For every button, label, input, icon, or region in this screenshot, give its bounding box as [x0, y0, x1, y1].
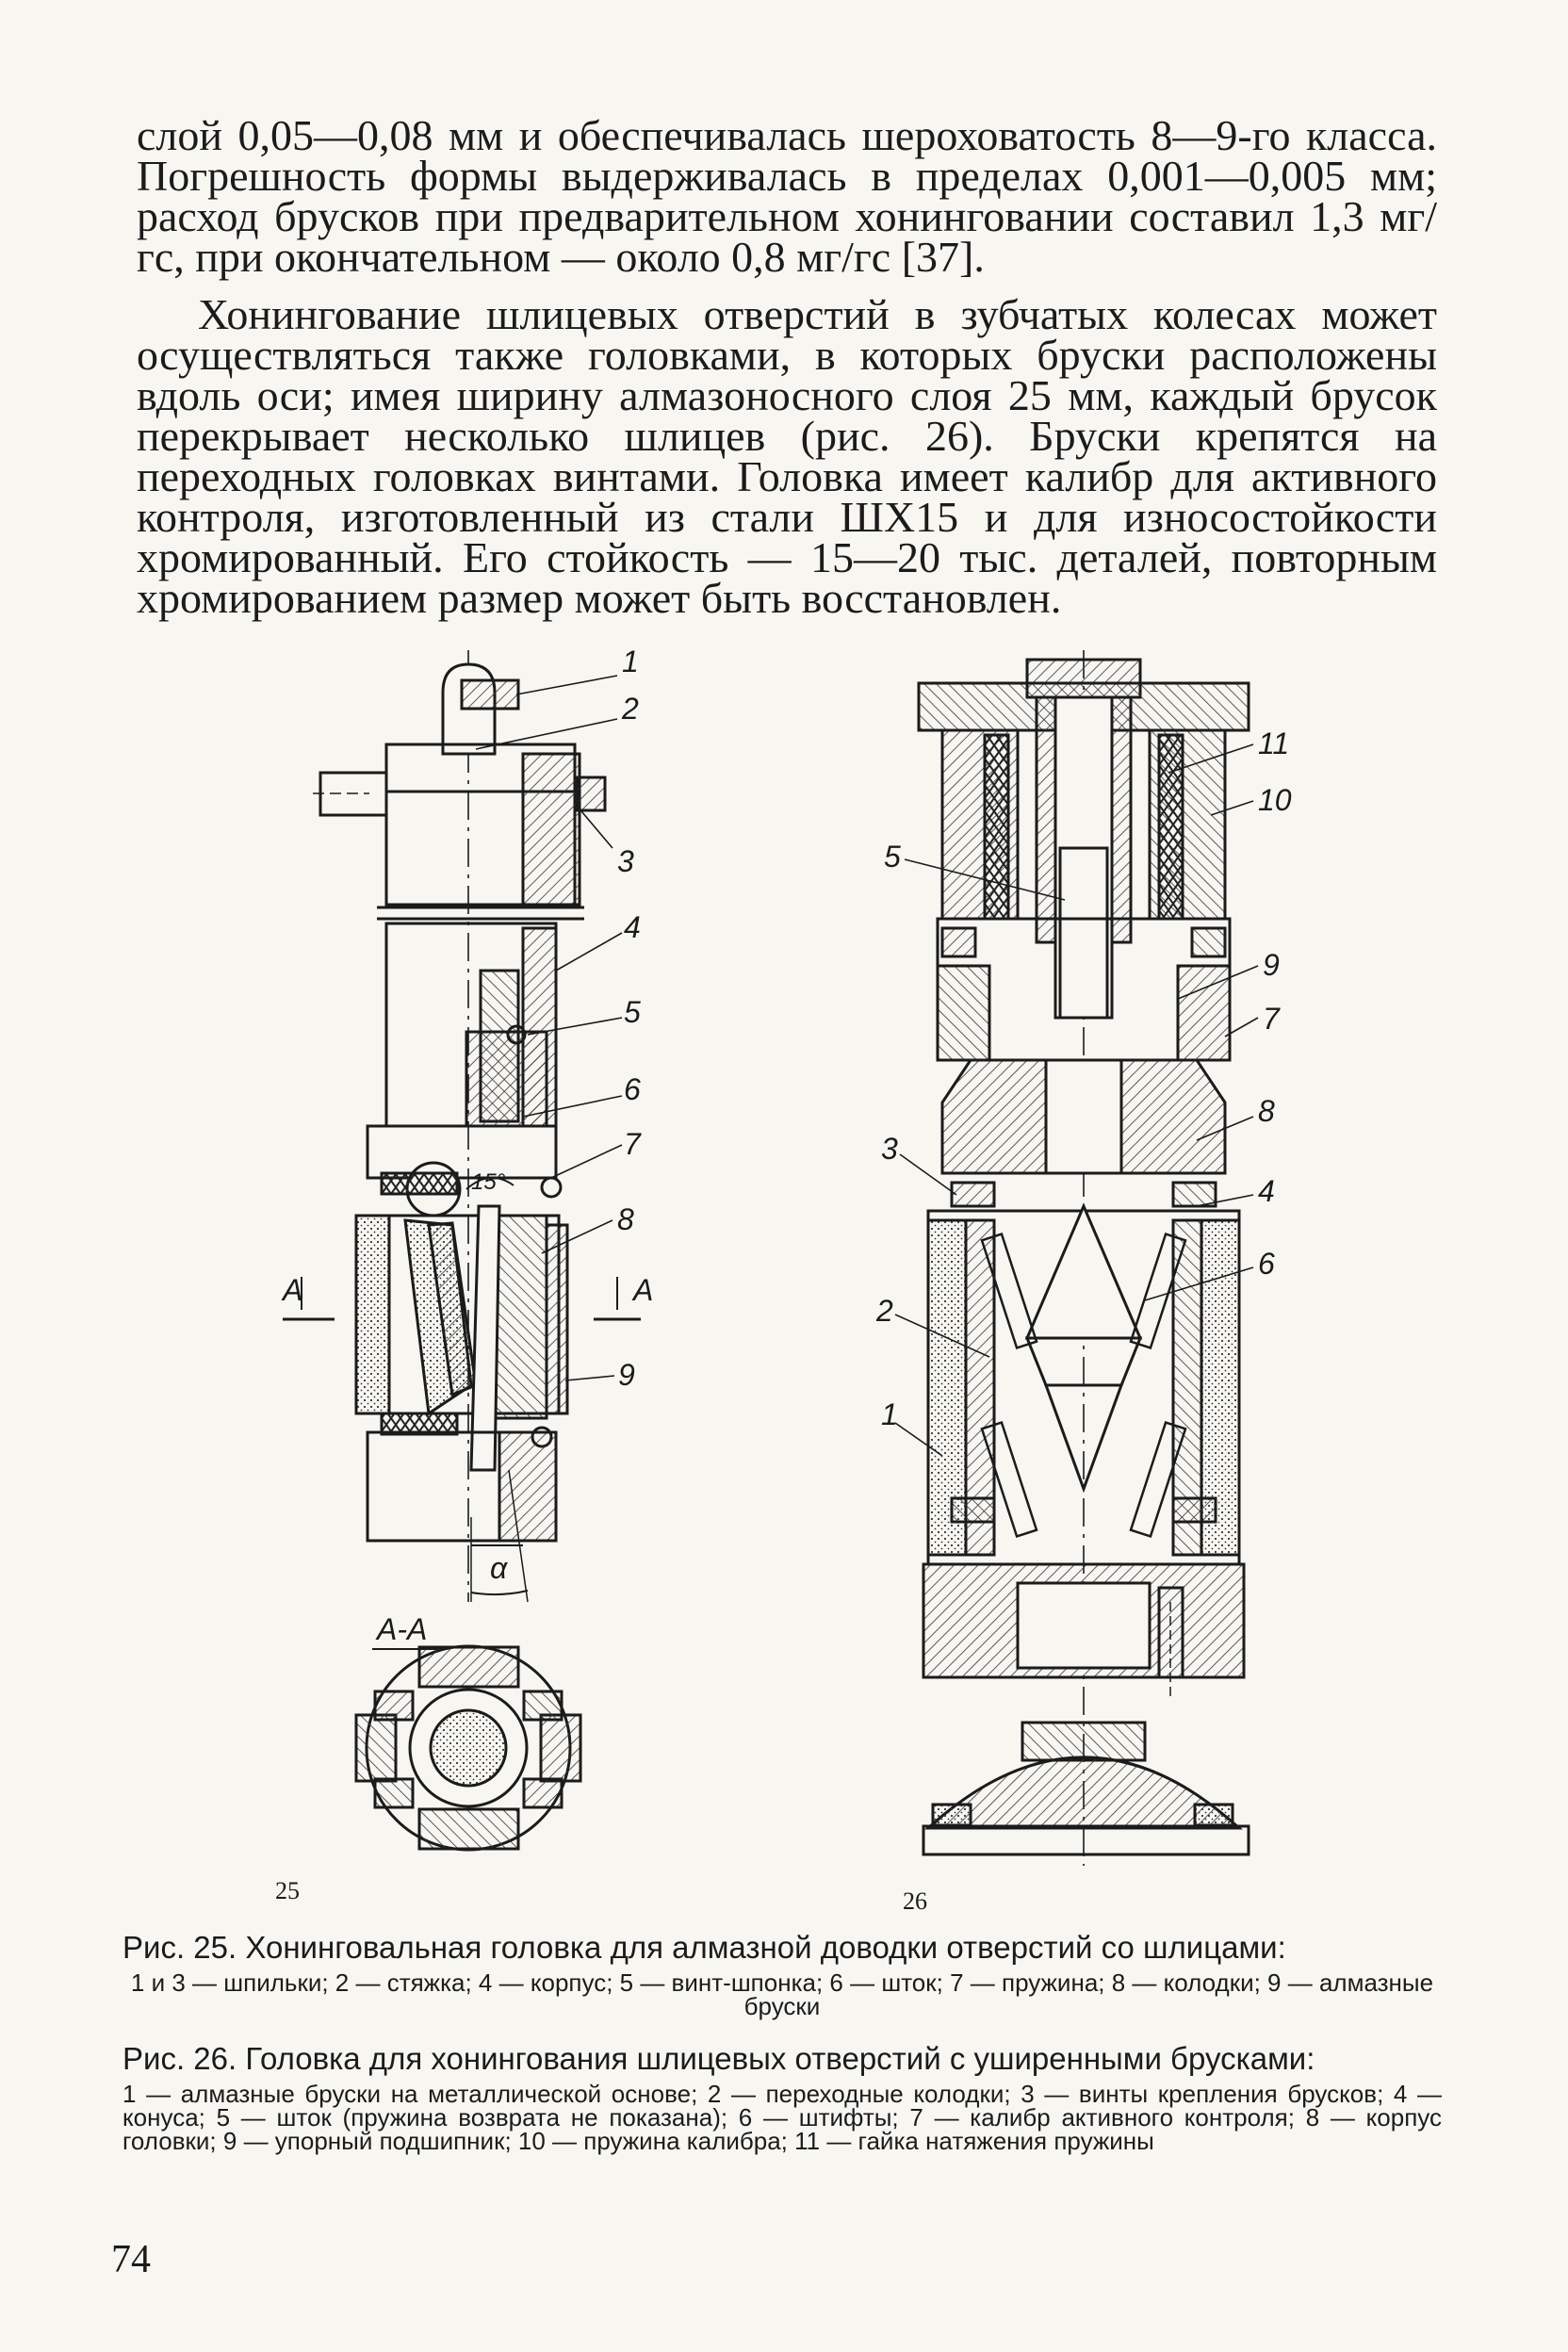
fig26-label-3: 3 [881, 1132, 898, 1166]
fig25-label-2: 2 [621, 692, 639, 726]
fig26-label-1: 1 [881, 1397, 898, 1431]
fig25-label-9: 9 [618, 1358, 635, 1392]
fig26-label-8: 8 [1258, 1094, 1275, 1128]
fig26-label-6: 6 [1258, 1247, 1275, 1281]
fig26-label-10: 10 [1258, 783, 1292, 817]
figure-25-number: 25 [275, 1877, 300, 1904]
fig25-angle-label: 15° [471, 1169, 506, 1195]
paragraph-2: Хонингование шлицевых отверстий в зубчат… [137, 290, 1437, 622]
figure-25-caption-legend: 1 и 3 — шпильки; 2 — стяжка; 4 — корпус;… [130, 1968, 1434, 2020]
fig25-alpha-label: α [490, 1551, 508, 1585]
fig25-label-6: 6 [624, 1072, 641, 1106]
fig26-label-2: 2 [875, 1294, 893, 1328]
page-number: 74 [111, 2238, 151, 2281]
fig26-label-4: 4 [1258, 1174, 1275, 1208]
fig25-section-mark-left: А [281, 1273, 302, 1307]
fig25-label-7: 7 [624, 1127, 642, 1161]
figure-26-caption-legend: 1 — алмазные бруски на металлической осн… [122, 2080, 1442, 2155]
figure-25-drawing [283, 650, 641, 1852]
figure-26-number: 26 [903, 1887, 927, 1915]
fig25-section-mark-right: А [631, 1273, 653, 1307]
fig25-label-5: 5 [624, 995, 641, 1029]
fig25-section-title: А-А [375, 1612, 427, 1646]
figure-25-labels: 1 2 3 4 5 6 7 8 9 15° α А А А-А [281, 645, 653, 1646]
figure-25-caption-title: Рис. 25. Хонинговальная головка для алма… [122, 1930, 1286, 1965]
fig26-label-7: 7 [1263, 1002, 1281, 1036]
figure-26-caption-title: Рис. 26. Головка для хонингования шлицев… [122, 2041, 1315, 2076]
fig25-label-1: 1 [622, 645, 639, 678]
fig26-label-11: 11 [1258, 727, 1289, 760]
paragraph-1: слой 0,05—0,08 мм и обеспечивалась шерох… [137, 111, 1437, 281]
fig25-label-8: 8 [617, 1202, 634, 1236]
fig25-label-4: 4 [624, 910, 641, 944]
figure-26-labels: 11 10 9 7 8 4 6 5 3 2 1 [875, 727, 1292, 1431]
fig25-label-3: 3 [617, 844, 634, 878]
fig26-label-5: 5 [884, 840, 901, 874]
figure-26-drawing [894, 650, 1259, 1866]
fig26-label-9: 9 [1263, 948, 1280, 982]
